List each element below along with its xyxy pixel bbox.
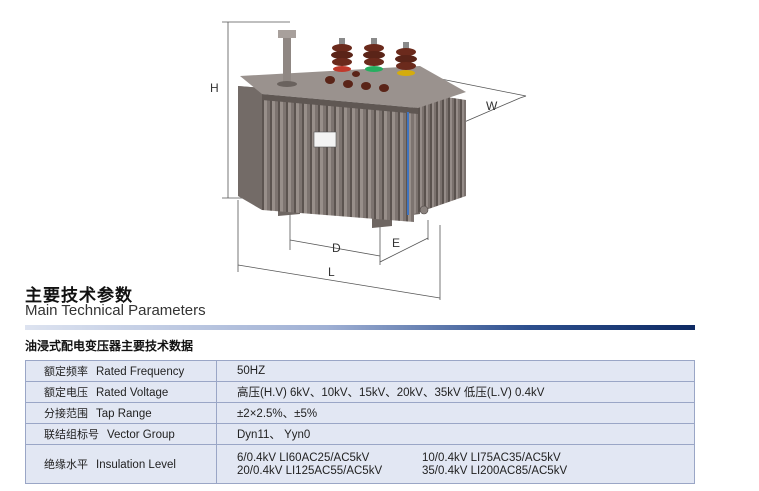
hv-bushings [331, 38, 417, 76]
table-row: 绝缘水平 Insulation Level 6/0.4kV LI60AC25/AC… [25, 444, 695, 484]
lv-bushings [325, 71, 389, 92]
row-label: 额定电压 Rated Voltage [25, 381, 217, 403]
insulation-levels: 6/0.4kV LI60AC25/AC5kV 10/0.4kV LI75AC35… [237, 452, 694, 477]
table-row: 额定频率 Rated Frequency 50HZ [25, 360, 695, 382]
row-value: 6/0.4kV LI60AC25/AC5kV 10/0.4kV LI75AC35… [216, 444, 695, 484]
row-label: 联结组标号 Vector Group [25, 423, 217, 445]
row-label-en: Tap Range [96, 408, 152, 420]
breather [277, 30, 297, 87]
dim-e-label: E [392, 236, 400, 250]
table-row: 联结组标号 Vector Group Dyn11、 Yyn0 [25, 423, 695, 445]
transformer-tank [238, 66, 466, 222]
row-label-en: Rated Voltage [96, 387, 169, 399]
row-label-cn: 分接范围 [44, 407, 88, 420]
table-row: 额定电压 Rated Voltage 高压(H.V) 6kV、10kV、15kV、… [25, 381, 695, 403]
row-label: 分接范围 Tap Range [25, 402, 217, 424]
section-title-cn: 主要技术参数 [25, 286, 133, 306]
parameters-table: 额定频率 Rated Frequency 50HZ 额定电压 Rated Volta… [25, 360, 695, 484]
table-caption: 油浸式配电变压器主要技术数据 [25, 339, 194, 353]
insulation-level: 6/0.4kV LI60AC25/AC5kV [237, 451, 370, 464]
dim-l-label: L [328, 265, 335, 279]
row-label-cn: 联结组标号 [44, 428, 99, 441]
row-label-cn: 额定电压 [44, 386, 88, 399]
row-value: 50HZ [216, 360, 695, 382]
row-label-en: Insulation Level [96, 459, 176, 471]
row-value: 高压(H.V) 6kV、10kV、15kV、20kV、35kV 低压(L.V) … [216, 381, 695, 403]
row-label-en: Rated Frequency [96, 366, 185, 378]
section-divider [25, 325, 695, 330]
insulation-level: 35/0.4kV LI200AC85/AC5kV [422, 464, 568, 477]
dim-h-label: H [210, 81, 219, 95]
row-label: 绝缘水平 Insulation Level [25, 444, 217, 484]
dim-w-label: W [486, 99, 498, 113]
dimension-lines [222, 21, 527, 300]
table-row: 分接范围 Tap Range ±2×2.5%、±5% [25, 402, 695, 424]
insulation-level: 10/0.4kV LI75AC35/AC5kV [422, 451, 561, 464]
dim-d-label: D [332, 241, 341, 255]
row-label: 额定频率 Rated Frequency [25, 360, 217, 382]
insulation-level: 20/0.4kV LI125AC55/AC5kV [237, 464, 383, 477]
row-value: ±2×2.5%、±5% [216, 402, 695, 424]
section-title-en: Main Technical Parameters [25, 302, 206, 319]
transformer-illustration: H W D E L [210, 21, 527, 300]
row-value: Dyn11、 Yyn0 [216, 423, 695, 445]
row-label-cn: 额定频率 [44, 365, 88, 378]
row-label-cn: 绝缘水平 [44, 458, 88, 471]
row-label-en: Vector Group [107, 429, 175, 441]
